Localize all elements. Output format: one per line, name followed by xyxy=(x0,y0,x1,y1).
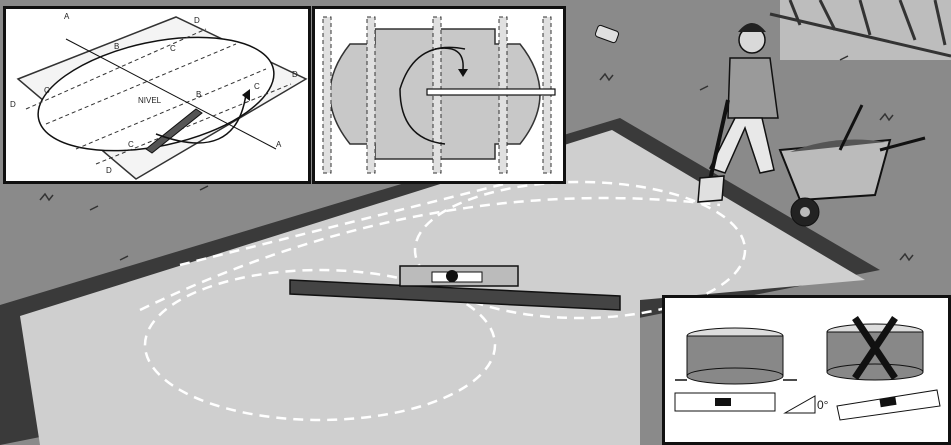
grass-tufts xyxy=(39,55,914,262)
label-a-top: A xyxy=(64,12,70,21)
level-tool-incorrect xyxy=(836,389,941,421)
level-tool-correct xyxy=(674,392,776,412)
pool-level-incorrect xyxy=(826,316,924,381)
pool-outline-guides xyxy=(139,178,747,422)
label-c-bottom: C xyxy=(128,140,134,149)
inset-level-comparison: 0° xyxy=(662,295,951,445)
label-c-top: C xyxy=(170,44,176,53)
comparison-drawing xyxy=(674,316,941,421)
inset-layout-diagram: A D B C C D NIVEL B C D A C D xyxy=(3,6,311,184)
inset-rotation-diagram xyxy=(312,6,566,184)
angle-wedge xyxy=(783,395,816,414)
label-d-top: D xyxy=(194,16,200,25)
layout-drawing xyxy=(16,16,308,180)
label-a-right: A xyxy=(276,140,282,149)
label-c-right: C xyxy=(254,82,260,91)
worker-with-shovel xyxy=(697,23,779,203)
angle-label: 0° xyxy=(817,398,829,412)
label-nivel: NIVEL xyxy=(138,96,162,105)
bottle xyxy=(594,24,620,44)
label-b-top: B xyxy=(114,42,120,51)
fence xyxy=(769,0,951,60)
label-c-left: C xyxy=(44,86,50,95)
label-d-left: D xyxy=(10,100,16,109)
pool-level-correct xyxy=(675,327,797,385)
label-d-right: D xyxy=(292,70,298,79)
rotation-drawing xyxy=(322,16,556,174)
label-d-bottom: D xyxy=(106,166,112,175)
level-board xyxy=(289,265,621,311)
label-b-mid: B xyxy=(196,90,202,99)
wheelbarrow xyxy=(778,104,926,227)
